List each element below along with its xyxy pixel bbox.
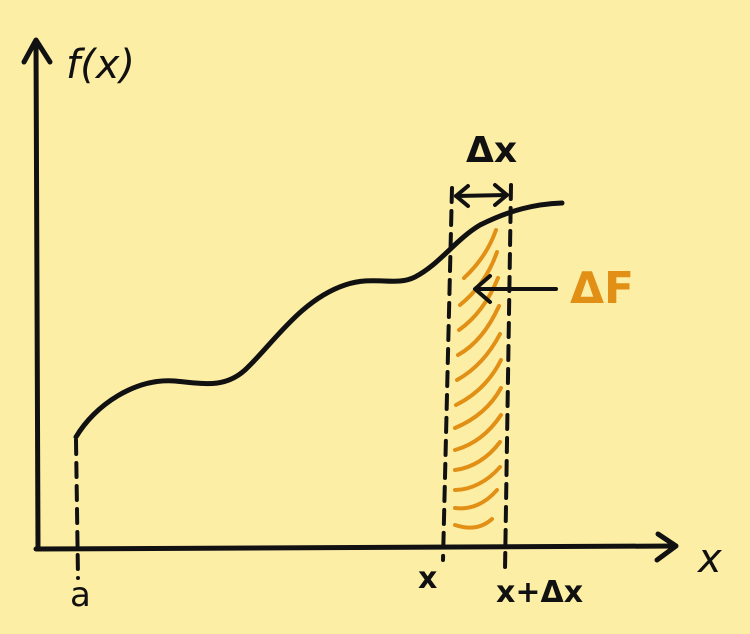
x-axis-line [33,543,678,552]
delta-f-pointer-head [473,274,492,304]
lower-bound-label: a [70,575,91,615]
y-axis-label: f(x) [66,42,135,88]
delta-x-arrowhead-right [493,183,509,207]
x-axis-arrowhead [654,531,679,563]
delta-f-label: ΔF [570,263,634,314]
y-axis-arrowhead [21,37,53,65]
dashed-line-x-plus-dx [503,183,513,572]
delta-x-arrow-line [454,193,509,198]
x-axis-label: x [696,536,722,582]
function-curve [73,200,565,440]
delta-x-label: Δx [466,130,517,171]
point-x-label: x [418,561,437,596]
delta-f-hatching [453,228,503,530]
dashed-line-x [441,186,454,562]
delta-x-arrowhead-left [454,184,470,208]
point-x-plus-dx-label: x+Δx [496,575,583,610]
dashed-line-a [74,438,80,580]
y-axis-line [33,39,41,551]
